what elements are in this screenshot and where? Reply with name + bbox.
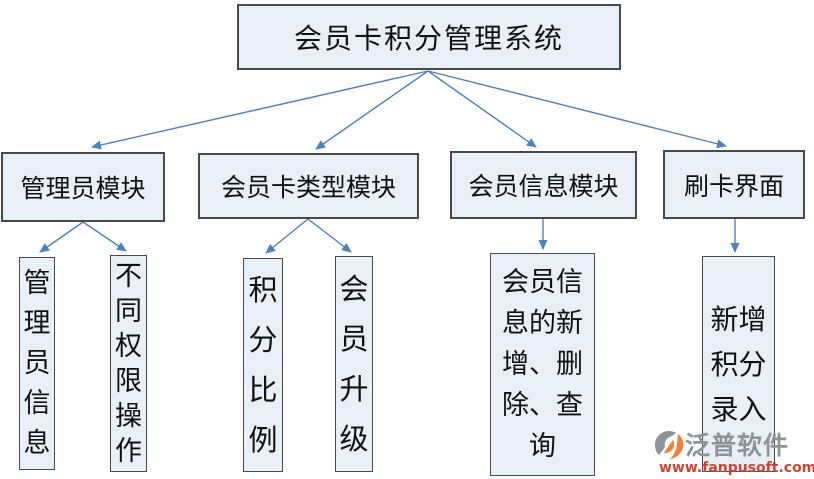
node-root-system: 会员卡积分管理系统 (237, 4, 621, 70)
arrow-root-to-swipe (427, 70, 727, 149)
arrow-cardtype-to-upgrade (307, 218, 352, 253)
node-permission-operations: 不同权限操作 (110, 255, 147, 472)
node-member-info-module: 会员信息模块 (450, 151, 637, 219)
fanpu-logo-icon (653, 430, 685, 460)
fanpu-watermark: 泛普软件 www.fanpusoft.com (653, 430, 814, 478)
node-swipe-interface: 刷卡界面 (663, 150, 805, 219)
node-member-upgrade: 会员升级 (335, 256, 373, 472)
fanpu-url-text: www.fanpusoft.com (659, 460, 814, 476)
arrow-admin-to-admininfo (39, 221, 84, 253)
node-admin-module: 管理员模块 (1, 152, 165, 222)
arrow-cardtype-to-ratio (265, 218, 309, 254)
arrow-root-to-admin (91, 70, 429, 150)
node-new-points-entry: 新增积分录入 (702, 256, 775, 472)
node-admin-info: 管理员信息 (19, 257, 55, 470)
node-member-info-crud: 会员信息的新增、删除、查询 (490, 253, 595, 476)
node-points-ratio: 积分比例 (243, 258, 283, 472)
arrow-root-to-memberinfo (427, 70, 537, 148)
fanpu-brand-text: 泛普软件 (685, 430, 790, 460)
node-card-type-module: 会员卡类型模块 (198, 153, 419, 219)
arrow-root-to-cardtype (315, 70, 429, 150)
arrow-admin-to-perms (82, 221, 127, 252)
